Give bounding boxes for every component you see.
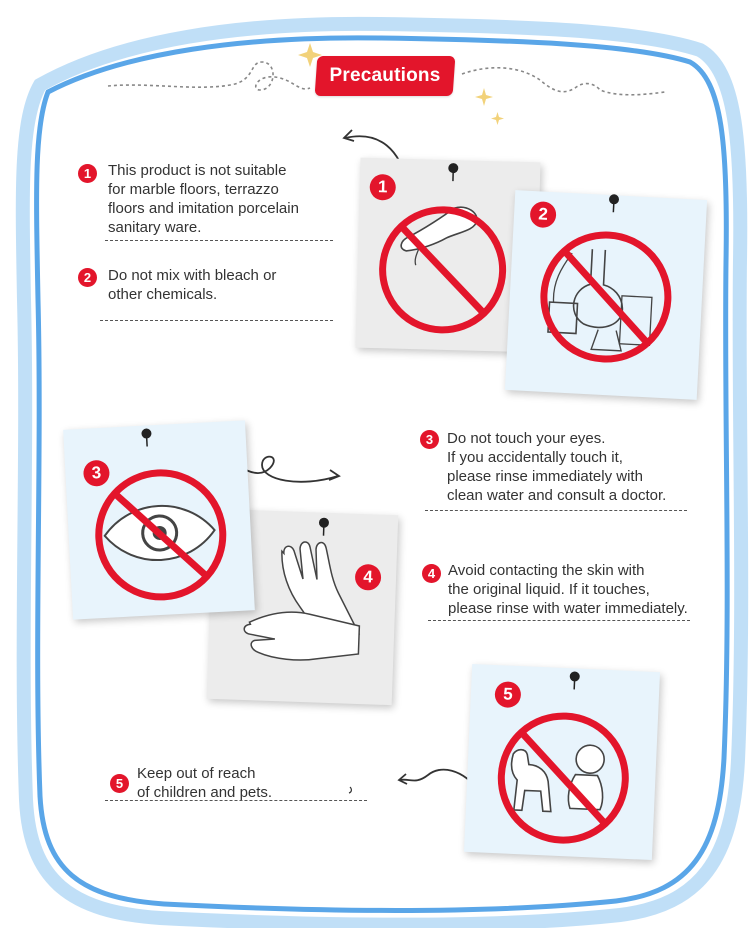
pin-icon (569, 671, 580, 690)
item-2-divider (100, 320, 333, 321)
pin-icon (448, 163, 459, 182)
card-1: 1 (355, 157, 541, 353)
item-3-line-3: please rinse immediately with (447, 468, 643, 485)
item-4-line-3: please rinse with water immediately. (448, 600, 688, 617)
no-eye-contact-icon (95, 469, 227, 601)
item-number-4: 4 (422, 564, 441, 583)
item-number-5: 5 (110, 774, 129, 793)
item-1-divider (105, 240, 333, 241)
item-number-3: 3 (420, 430, 439, 449)
item-5-divider (105, 800, 367, 801)
item-2-line-1: Do not mix with bleach or (108, 267, 277, 284)
item-3-line-2: If you accidentally touch it, (447, 449, 623, 466)
item-3-line-4: clean water and consult a doctor. (447, 487, 667, 504)
item-1-line-2: for marble floors, terrazzo (108, 181, 279, 198)
item-5-line-2: of children and pets. (137, 784, 273, 801)
item-5-line-1: Keep out of reach (137, 765, 256, 782)
card-3: 3 (63, 420, 255, 620)
item-1-line-1: This product is not suitable (108, 162, 287, 179)
gloves-icon (243, 541, 361, 661)
item-4-divider (428, 620, 690, 621)
card-2: 2 (504, 190, 708, 400)
item-4-line-2: the original liquid. If it touches, (448, 581, 650, 598)
item-3-divider (425, 510, 687, 511)
no-chemistry-icon (540, 231, 672, 363)
item-2-line-2: other chemicals. (108, 286, 218, 303)
no-children-pets-icon (497, 712, 629, 844)
item-4-line-1: Avoid contacting the skin with (448, 562, 645, 579)
item-number-1: 1 (78, 164, 97, 183)
pin-icon (141, 428, 152, 447)
item-3-line-1: Do not touch your eyes. (447, 430, 606, 447)
card-4: 4 (206, 508, 399, 706)
pin-icon (609, 194, 620, 213)
item-1-line-4: sanitary ware. (108, 219, 202, 236)
page-title: Precautions (329, 65, 441, 86)
no-pouring-icon (379, 206, 507, 334)
card-5: 5 (463, 663, 661, 861)
pin-icon (318, 517, 329, 536)
item-number-2: 2 (78, 268, 97, 287)
item-1-line-3: floors and imitation porcelain (108, 200, 299, 217)
